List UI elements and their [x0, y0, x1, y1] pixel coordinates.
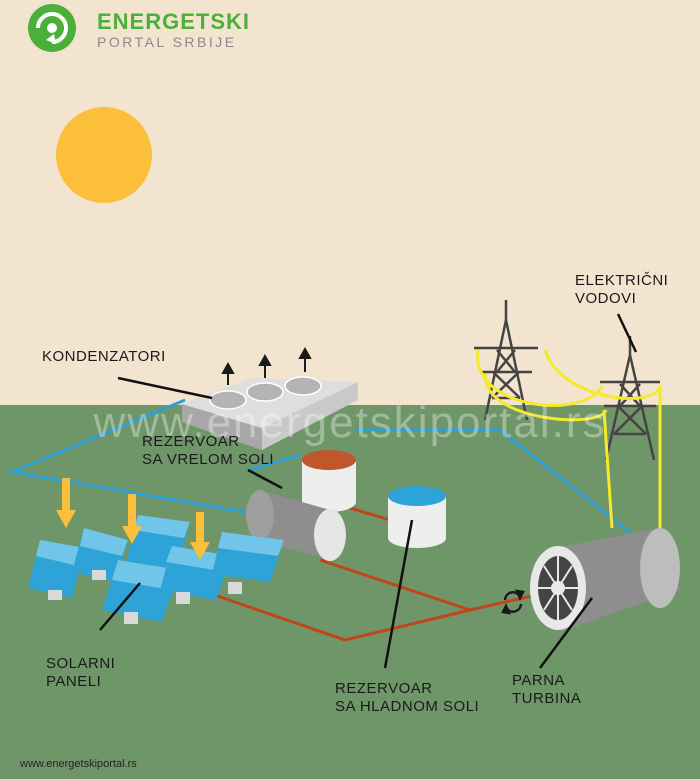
brand-name: ENERGETSKI — [97, 9, 251, 34]
sync-arrows-icon — [501, 589, 525, 615]
solar-panel — [72, 528, 128, 582]
hot-salt-tank — [302, 450, 356, 512]
footer-url: www.energetskiportal.rs — [20, 758, 137, 770]
label-cold-salt-tank: REZERVOAR SA HLADNOM SOLI — [335, 680, 480, 715]
label-solar-panels: SOLARNI PANELI — [46, 655, 116, 690]
brand-subtitle: PORTAL SRBIJE — [97, 34, 237, 50]
label-hot-salt-tank: REZERVOAR SA VRELOM SOLI — [142, 433, 275, 468]
sun-icon — [56, 107, 152, 203]
leader-lines — [99, 313, 638, 669]
logo-icon — [28, 4, 76, 52]
solar-panel-field — [28, 515, 284, 624]
label-steam-turbine: PARNA TURBINA — [512, 672, 582, 707]
condenser-unit — [182, 376, 358, 450]
power-lines — [476, 349, 662, 529]
steam-arrows — [221, 346, 312, 385]
solar-panel — [212, 532, 284, 594]
pylon-right — [600, 336, 660, 461]
solar-panel — [102, 560, 180, 624]
sunlight-arrows — [56, 478, 210, 560]
watermark: www.energetskiportal.rs — [93, 398, 607, 447]
cold-salt-tank — [388, 486, 446, 548]
blue-pipe — [6, 398, 641, 542]
label-power-lines: ELEKTRIČNI VODOVI — [575, 272, 669, 307]
label-kondenzatori: KONDENZATORI — [42, 348, 166, 365]
solar-panel — [28, 540, 85, 600]
